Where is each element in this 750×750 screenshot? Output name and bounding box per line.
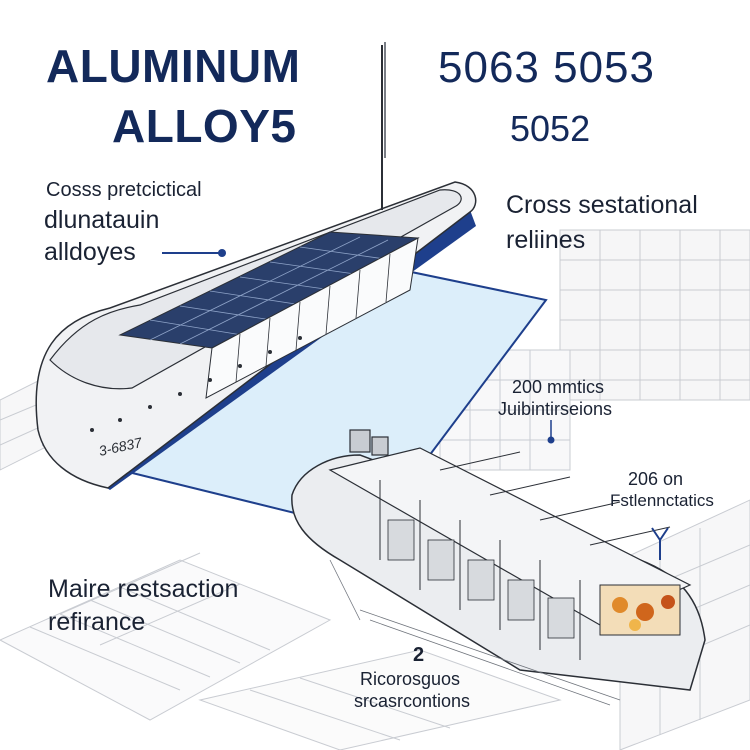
callout-200-line-1: 200 mmtics (512, 377, 605, 397)
right-label-line-1: Cross sestational (506, 191, 698, 219)
cutaway-deck (328, 447, 692, 626)
title-line-2: ALLOY5 (112, 100, 297, 152)
bottom-center-line-2: srcasrcontions (354, 691, 471, 711)
left-label-line-3: alldoyes (44, 238, 136, 266)
callout-206-line-2: Fstlennctatics (610, 491, 714, 510)
bottom-center-number: 2 (413, 644, 425, 666)
grades-line-1: 5063 5053 (438, 43, 655, 92)
leader-200-dot (547, 436, 555, 444)
engine-room (599, 584, 681, 636)
callout-206-line-1: 206 on (628, 469, 684, 489)
title-line-1: ALUMINUM (46, 40, 301, 92)
callout-200-line-2: Juibintirseions (498, 399, 613, 419)
right-label-line-2: reliines (506, 226, 586, 254)
bottom-left-line-1: Maire restsaction (48, 575, 239, 603)
bottom-left-line-2: refirance (48, 608, 146, 636)
grades-line-2: 5052 (510, 108, 591, 149)
left-label-line-1: Cosss pretcictical (46, 179, 202, 201)
leader-left-dot (218, 249, 226, 257)
vessel-top: 3-6837 (35, 45, 477, 490)
vessel-cutaway (291, 429, 706, 706)
bottom-center-line-1: Ricorosguos (360, 669, 461, 689)
deckhouse-side (205, 237, 419, 399)
left-label-line-2: dlunatauin (44, 206, 160, 234)
leader-206-arrow (651, 527, 669, 560)
